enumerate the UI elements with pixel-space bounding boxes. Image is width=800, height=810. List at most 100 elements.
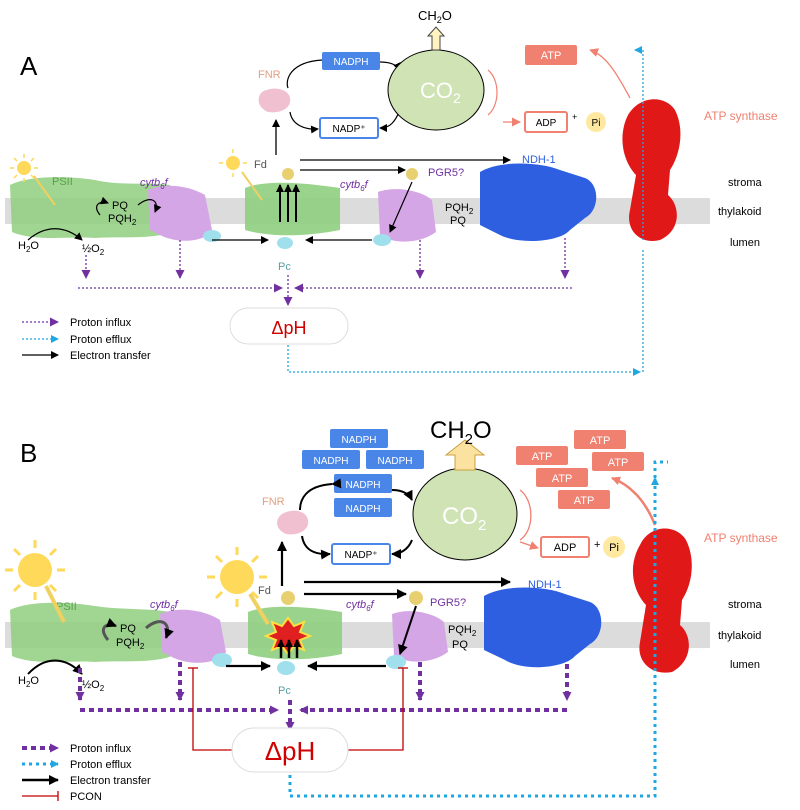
light-ray (44, 585, 66, 623)
pq-cycle-arrow-2 (96, 196, 109, 216)
ndh-label: NDH-1 (522, 154, 556, 166)
light-ray (33, 175, 56, 206)
atp-stack: ATP ATP ATP ATP ATP (516, 430, 644, 509)
atp-synthase-complex (632, 528, 692, 673)
atp-label: ATP (552, 473, 573, 485)
legend-electron-transfer: Electron transfer (70, 350, 151, 362)
half-o2-label: ½O2 (82, 243, 105, 257)
fd-label: Fd (254, 159, 267, 171)
cycle-arrow (391, 539, 413, 559)
panel-b: B PSII H2O ½O2 cytb6f PQ PQH2 (5, 417, 778, 803)
pq-label: PQ (112, 200, 128, 212)
fd-label: Fd (258, 585, 271, 597)
co2-label: CO2 (420, 78, 461, 106)
atp-label: ATP (574, 495, 595, 507)
psii-complex: PSII (10, 176, 172, 238)
pc-label: Pc (278, 261, 291, 273)
cytb6f-complex-left: cytb6f (140, 177, 221, 242)
pi-label: Pi (592, 118, 601, 129)
panel-letter: B (20, 438, 37, 468)
sun-icon (219, 149, 247, 177)
pcon-inhibition-icon (188, 667, 408, 751)
pgr5-label: PGR5? (430, 597, 466, 609)
light-ray (248, 592, 270, 626)
cycle-arrow (391, 489, 413, 501)
atp-cycle-arrow (519, 489, 532, 541)
dph-box (229, 307, 349, 345)
psii-complex: PSII (10, 601, 172, 662)
cytb6f-complex-left: cytb6f (150, 599, 232, 667)
half-o2-label: ½O2 (82, 679, 105, 693)
fnr-protein (258, 88, 291, 113)
legend: Proton influx Proton efflux Electron tra… (22, 317, 151, 362)
proton-influx-arrows (75, 662, 572, 731)
pi-label: Pi (609, 542, 619, 554)
cycle-arrow (289, 111, 319, 134)
ndh-complex (484, 587, 602, 668)
stroma-label: stroma (728, 177, 763, 189)
atp-label: ATP (590, 435, 611, 447)
sun-icon (207, 547, 267, 607)
arrow-icon (426, 26, 446, 51)
pqh2-label: PQH2 (116, 637, 145, 651)
sun-icon (5, 540, 65, 600)
pq-cycle-arrow (145, 620, 174, 639)
water-split-arrow (27, 659, 83, 675)
pq-label: PQ (452, 639, 468, 651)
cytb6f-label: cytb6f (346, 599, 375, 613)
adp-box (524, 111, 568, 133)
fnr-label: FNR (258, 69, 281, 81)
h2o-label: H2O (18, 240, 39, 254)
pi-circle (586, 112, 606, 132)
psi-complex (245, 168, 340, 249)
electron-arrow (398, 605, 417, 655)
thylakoid-label: thylakoid (718, 630, 761, 642)
atp-cycle-arrow (519, 541, 539, 550)
h2o-label: H2O (18, 675, 39, 689)
ch2o-label: CH2O (418, 8, 452, 25)
pgr5-label: PGR5? (428, 167, 464, 179)
fnr-label: FNR (262, 496, 285, 508)
nadph-label: NADPH (377, 456, 412, 467)
pc-label: Pc (278, 685, 291, 697)
panel-a: A PSII H2O ½O2 cytb6f PQ PQH2 (5, 8, 778, 376)
pq-cycle-arrow-2 (102, 618, 117, 641)
nadph-label: NADPH (345, 480, 380, 491)
arrow-icon (444, 439, 486, 471)
legend-electron-transfer: Electron transfer (70, 775, 151, 787)
proton-efflux-arrows (288, 460, 668, 798)
cycle-arrow (299, 478, 342, 511)
nadph-label: NADPH (313, 456, 348, 467)
atp-cycle-arrow (487, 69, 498, 116)
lumen-label: lumen (730, 659, 760, 671)
electron-arrow (389, 181, 413, 233)
atp-synthase-label: ATP synthase (704, 109, 778, 123)
psii-label: PSII (56, 601, 77, 613)
nadph-label: NADPH (345, 504, 380, 515)
plus-label: + (572, 112, 577, 122)
atp-synthase-complex (622, 99, 681, 241)
atp-box (525, 45, 577, 65)
dph-box (231, 727, 349, 773)
atp-cycle-arrow (611, 476, 657, 526)
legend-proton-influx: Proton influx (70, 317, 132, 329)
cycle-arrow (301, 535, 331, 560)
cytb6f-label: cytb6f (140, 177, 169, 191)
nadph-label: NADPH (333, 57, 368, 68)
fnr-protein (277, 510, 309, 535)
legend: Proton influx Proton efflux Electron tra… (22, 743, 151, 803)
ch2o-label: CH2O (430, 417, 492, 448)
nadph-box (322, 52, 380, 70)
cycle-arrow (286, 59, 323, 89)
atp-label: ATP (608, 457, 629, 469)
pi-circle (603, 536, 625, 558)
atp-synthase-label: ATP synthase (704, 531, 778, 545)
sun-icon (10, 154, 38, 182)
cytb6f-label: cytb6f (150, 599, 179, 613)
cytb6f-label: cytb6f (340, 179, 369, 193)
stroma-label: stroma (728, 599, 763, 611)
legend-proton-influx: Proton influx (70, 743, 132, 755)
adp-label: ADP (536, 118, 557, 129)
pqh2-label: PQH2 (445, 202, 474, 216)
